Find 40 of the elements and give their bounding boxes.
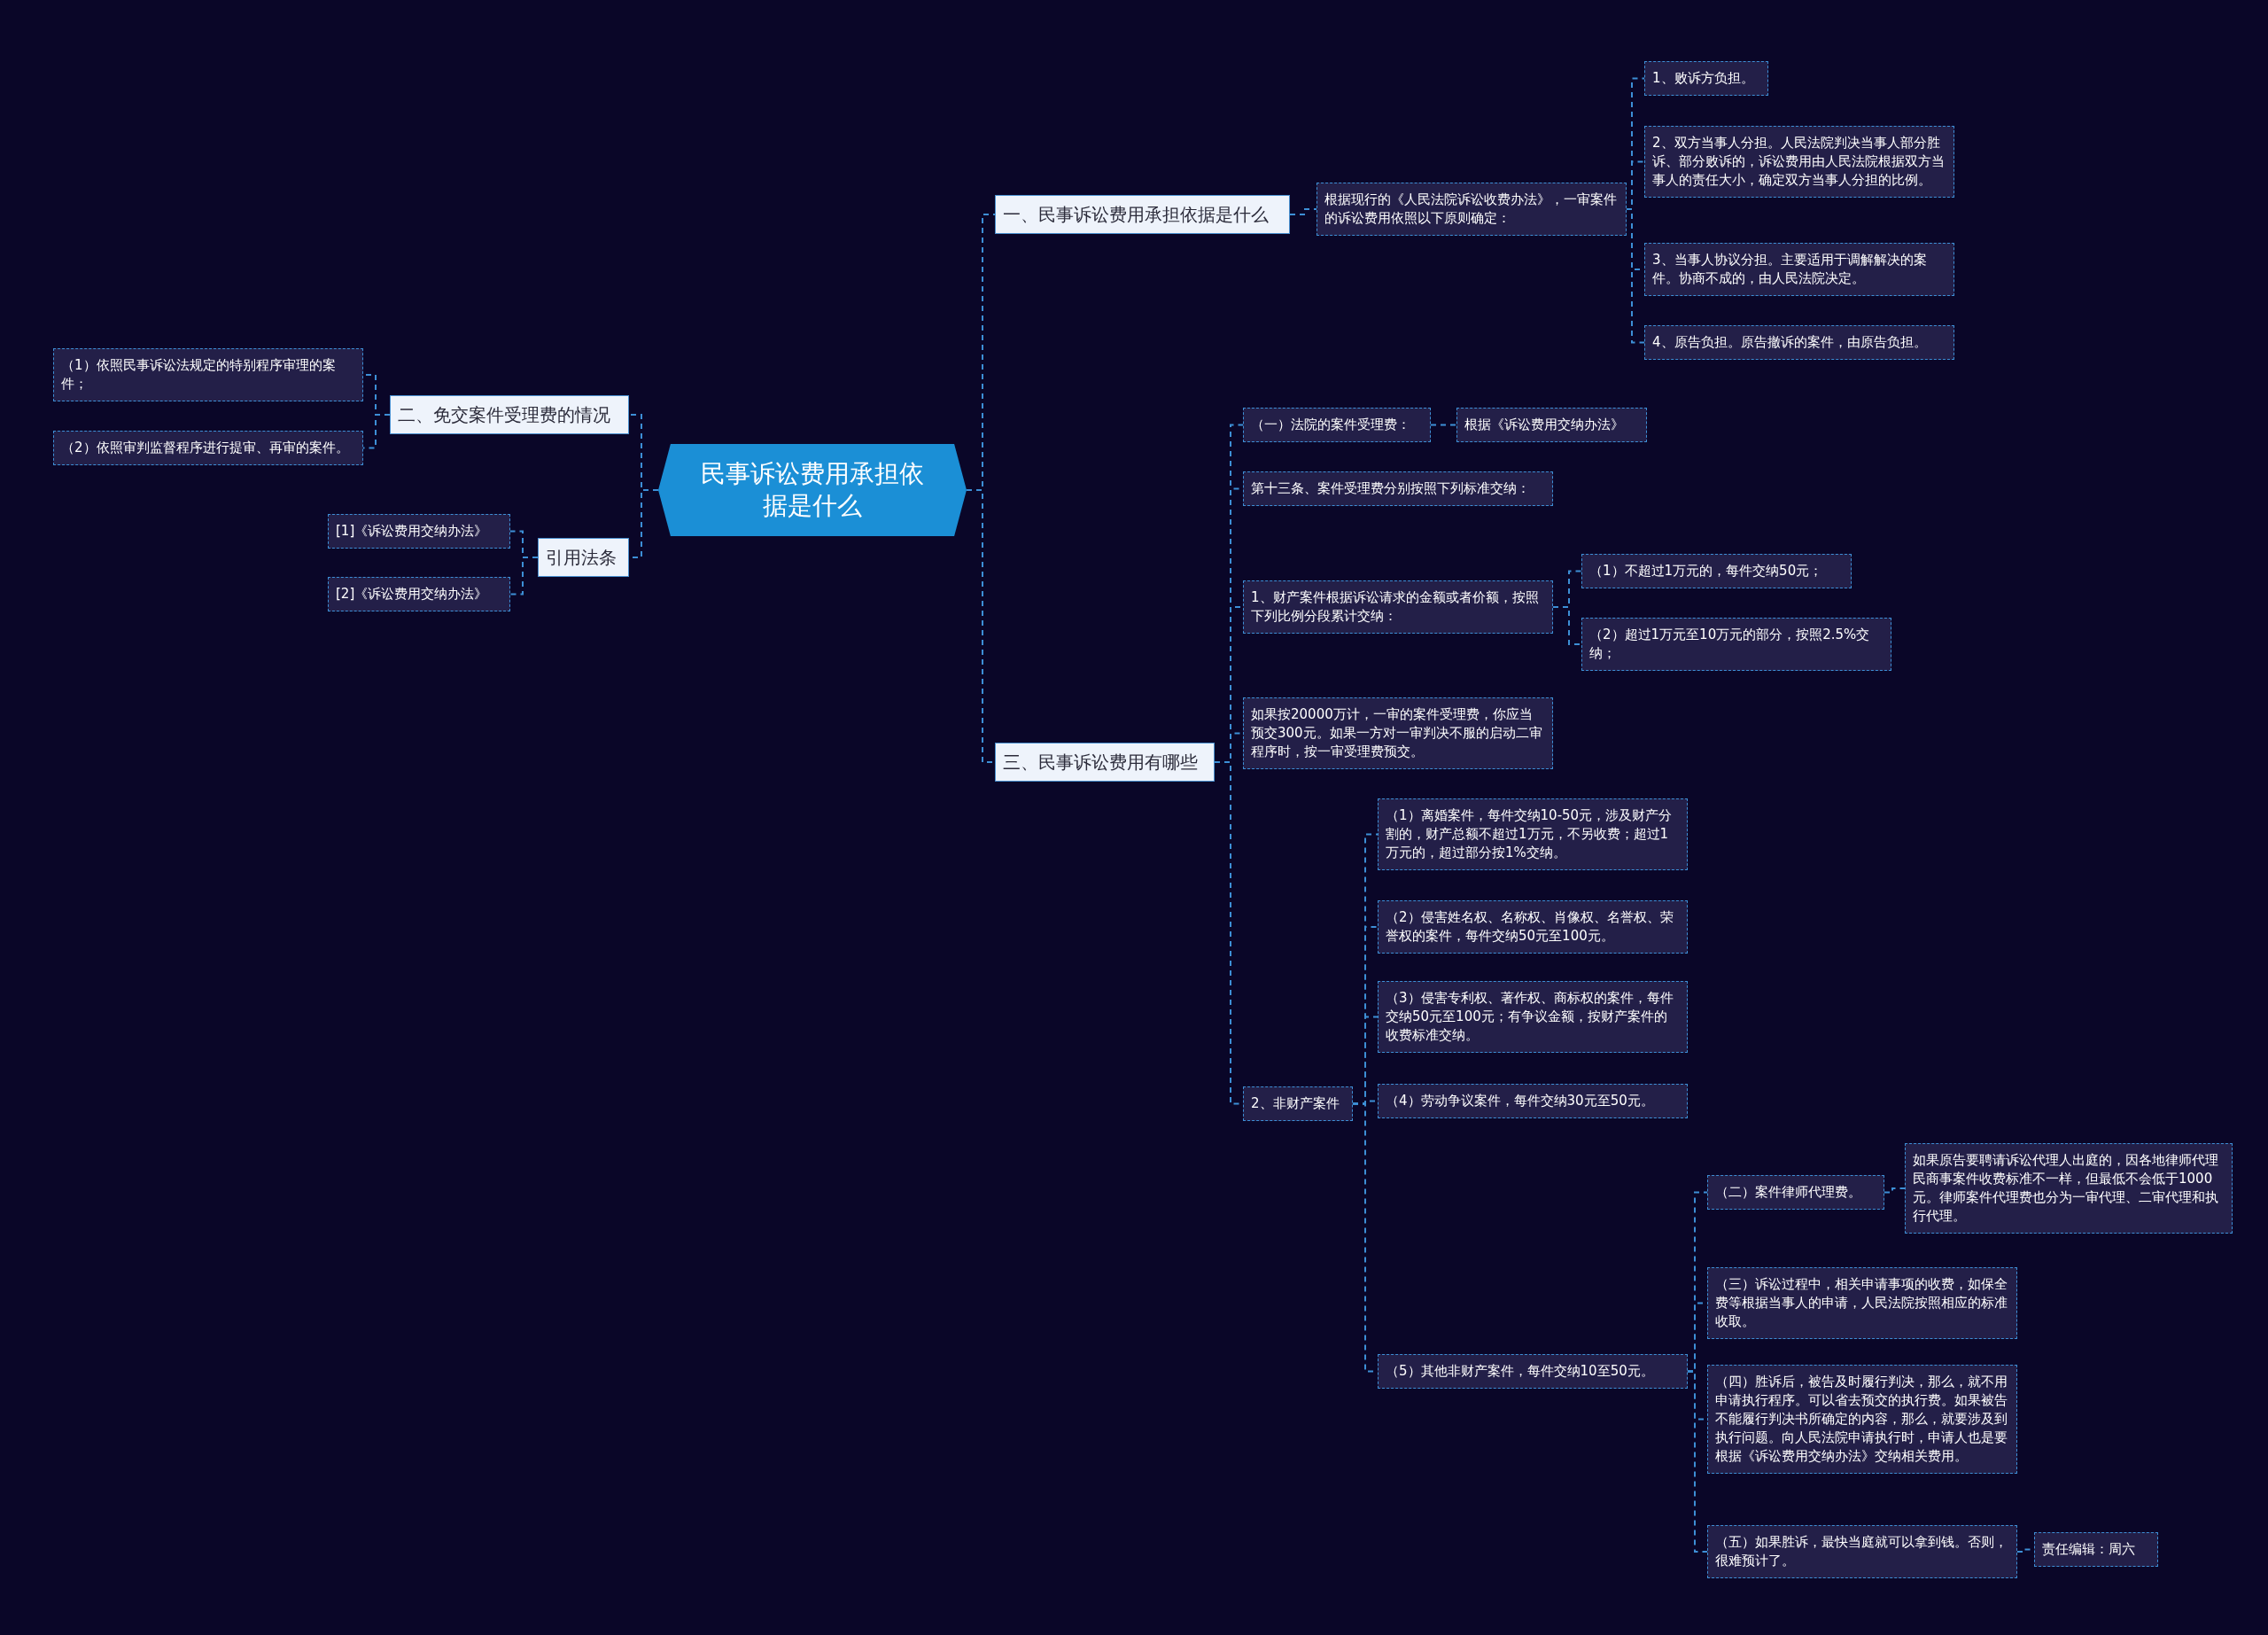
subtopic-box: 2、非财产案件 [1243,1086,1353,1121]
connector-line [1687,1370,1708,1553]
subtopic-box: （三）诉讼过程中，相关申请事项的收费，如保全费等根据当事人的申请，人民法院按照相应的标准收取。 [1707,1267,2017,1339]
connector-line [1430,424,1457,426]
topic-box: 三、民事诉讼费用有哪些 [995,743,1215,782]
subtopic-box: （1）依照民事诉讼法规定的特别程序审理的案件； [53,348,363,401]
subtopic-box: 根据《诉讼费用交纳办法》 [1456,408,1647,442]
topic-box: 引用法条 [538,538,629,577]
subtopic-box: （1）不超过1万元的，每件交纳50元； [1581,554,1852,588]
subtopic-box: （5）其他非财产案件，每件交纳10至50元。 [1378,1354,1688,1389]
connector-line [1289,208,1317,215]
subtopic-box: （四）胜诉后，被告及时履行判决，那么，就不用申请执行程序。可以省去预交的执行费。如果被告不能履行判决书所确定的内容，那么，就要涉及到执行问题。向人民法院申请执行时，申请人也是要根据《诉讼费用交纳办法》交纳相关费用。 [1707,1365,2017,1474]
subtopic-box: 3、当事人协议分担。主要适用于调解解决的案件。协商不成的，由人民法院决定。 [1644,243,1954,296]
subtopic-box: 如果按20000万计，一审的案件受理费，你应当预交300元。如果一方对一审判决不服的启动二审程序时，按一审受理费预交。 [1243,697,1553,769]
connector-line [1552,606,1582,645]
subtopic-box: 第十三条、案件受理费分别按照下列标准交纳： [1243,471,1553,506]
connector-line [509,557,539,596]
subtopic-box: （2）依照审判监督程序进行提审、再审的案件。 [53,431,363,465]
subtopic-box: 1、败诉方负担。 [1644,61,1768,96]
connector-line [362,414,391,449]
subtopic-box: （2）超过1万元至10万元的部分，按照2.5%交纳； [1581,618,1891,671]
subtopic-box: 1、财产案件根据诉讼请求的金额或者价额，按照下列比例分段累计交纳： [1243,580,1553,634]
subtopic-box: [1]《诉讼费用交纳办法》 [328,514,510,549]
subtopic-box: （4）劳动争议案件，每件交纳30元至50元。 [1378,1084,1688,1118]
subtopic-box: （一）法院的案件受理费： [1243,408,1431,442]
topic-box: 一、民事诉讼费用承担依据是什么 [995,195,1290,234]
topic-box: 二、免交案件受理费的情况 [390,395,629,434]
connector-line [1884,1187,1906,1194]
subtopic-box: 2、双方当事人分担。人民法院判决当事人部分胜诉、部分败诉的，诉讼费用由人民法院根据双方当事人的责任大小，确定双方当事人分担的比例。 [1644,126,1954,198]
connector-line [1626,208,1645,344]
subtopic-box: 如果原告要聘请诉讼代理人出庭的，因各地律师代理民商事案件收费标准不一样，但最低不会低于1000元。律师案件代理费也分为一审代理、二审代理和执行代理。 [1905,1143,2233,1234]
subtopic-box: （五）如果胜诉，最快当庭就可以拿到钱。否则，很难预计了。 [1707,1525,2017,1578]
subtopic-box: [2]《诉讼费用交纳办法》 [328,577,510,611]
subtopic-box: 责任编辑：周六 [2034,1532,2158,1567]
subtopic-box: （2）侵害姓名权、名称权、肖像权、名誉权、荣誉权的案件，每件交纳50元至100元。 [1378,900,1688,954]
subtopic-box: （1）离婚案件，每件交纳10-50元，涉及财产分割的，财产总额不超过1万元，不另收费；超过1万元的，超过部分按1%交纳。 [1378,798,1688,870]
subtopic-box: （3）侵害专利权、著作权、商标权的案件，每件交纳50元至100元；有争议金额，按财产案件的收费标准交纳。 [1378,981,1688,1053]
subtopic-box: （二）案件律师代理费。 [1707,1175,1884,1210]
subtopic-box: 根据现行的《人民法院诉讼收费办法》，一审案件的诉讼费用依照以下原则确定： [1317,183,1627,236]
subtopic-box: 4、原告负担。原告撤诉的案件，由原告负担。 [1644,325,1954,360]
